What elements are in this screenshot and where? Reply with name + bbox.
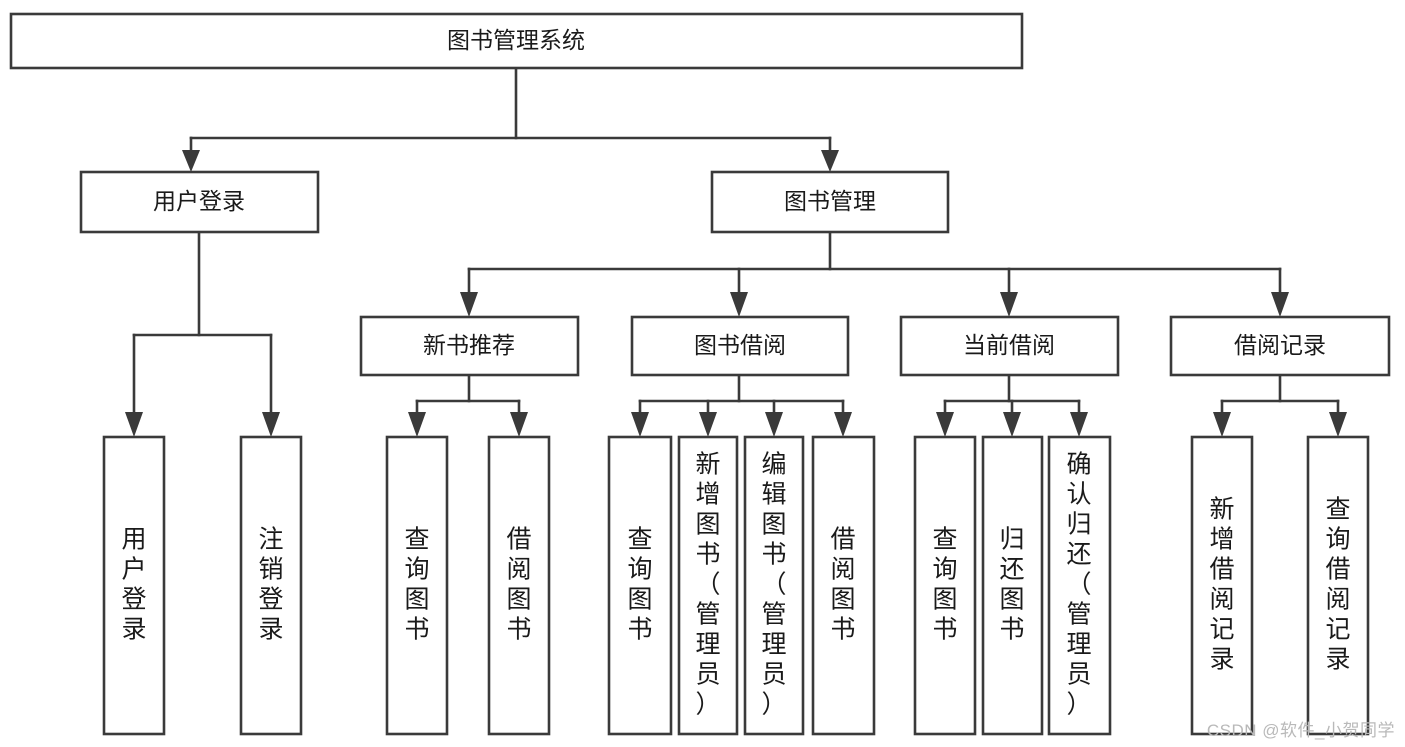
node-current-borrow-box[interactable] <box>899 315 1120 377</box>
node-user-login-box[interactable] <box>79 170 320 234</box>
leaf-label: 借阅图书 <box>830 525 855 643</box>
leaf-box[interactable] <box>487 435 551 736</box>
leaf-box[interactable] <box>239 435 303 736</box>
node-borrow-record-label: 借阅记录 <box>1234 332 1326 358</box>
arrow-icon <box>182 150 200 172</box>
node-current-borrow[interactable]: 当前借阅 <box>899 315 1120 377</box>
leaf-label: 查询图书 <box>932 525 957 643</box>
node-book-management-label: 图书管理 <box>784 188 876 214</box>
leaf-box[interactable] <box>1306 435 1370 736</box>
node-root-box[interactable] <box>9 12 1024 70</box>
arrow-icon <box>699 412 717 437</box>
leaf-book-borrow-0[interactable]: 查询图书 <box>607 435 673 736</box>
node-book-management-box[interactable] <box>710 170 950 234</box>
node-book-borrow-box[interactable] <box>630 315 850 377</box>
arrow-icon <box>1329 412 1347 437</box>
leaf-label: 编辑图书（管理员） <box>761 450 786 718</box>
arrow-icon <box>408 412 426 437</box>
leaf-label: 用户登录 <box>121 525 146 643</box>
leaf-new-book-1[interactable]: 借阅图书 <box>487 435 551 736</box>
arrow-icon <box>631 412 649 437</box>
arrow-icon <box>936 412 954 437</box>
leaf-box[interactable] <box>385 435 449 736</box>
node-borrow-record[interactable]: 借阅记录 <box>1169 315 1391 377</box>
node-new-book-recommend-box[interactable] <box>359 315 580 377</box>
leaf-borrow-record-0[interactable]: 新增借阅记录 <box>1190 435 1254 736</box>
leaf-box[interactable] <box>1190 435 1254 736</box>
node-book-management[interactable]: 图书管理 <box>710 170 950 234</box>
leaf-label: 查询图书 <box>404 525 429 643</box>
leaf-box[interactable] <box>811 435 876 736</box>
leaf-box[interactable] <box>607 435 673 736</box>
leaf-label: 查询借阅记录 <box>1325 495 1350 673</box>
node-book-borrow-label: 图书借阅 <box>694 332 786 358</box>
arrow-icon <box>510 412 528 437</box>
arrow-icon <box>125 412 143 437</box>
leaf-box[interactable] <box>1047 435 1112 736</box>
leaf-user-login-1[interactable]: 注销登录 <box>239 435 303 736</box>
arrow-icon <box>262 412 280 437</box>
leaf-label: 注销登录 <box>258 525 283 643</box>
leaf-book-borrow-1[interactable]: 新增图书（管理员） <box>677 435 739 736</box>
node-root-label: 图书管理系统 <box>447 27 585 53</box>
arrow-icon <box>834 412 852 437</box>
arrow-icon <box>1000 292 1018 317</box>
node-root[interactable]: 图书管理系统 <box>9 12 1024 70</box>
leaf-label: 查询图书 <box>627 525 652 643</box>
leaf-user-login-0[interactable]: 用户登录 <box>102 435 166 736</box>
leaf-box[interactable] <box>743 435 805 736</box>
arrow-icon <box>460 292 478 317</box>
leaf-box[interactable] <box>913 435 977 736</box>
arrow-icon <box>1271 292 1289 317</box>
arrow-icon <box>1070 412 1088 437</box>
leaf-box[interactable] <box>102 435 166 736</box>
node-new-book-recommend-label: 新书推荐 <box>423 332 515 358</box>
leaf-current-borrow-2[interactable]: 确认归还（管理员） <box>1047 435 1112 736</box>
leaf-label: 新增借阅记录 <box>1209 495 1234 673</box>
node-user-login[interactable]: 用户登录 <box>79 170 320 234</box>
arrow-icon <box>730 292 748 317</box>
leaf-label: 归还图书 <box>999 525 1024 643</box>
arrow-icon <box>821 150 839 172</box>
leaf-book-borrow-2[interactable]: 编辑图书（管理员） <box>743 435 805 736</box>
leaf-box[interactable] <box>981 435 1044 736</box>
arrow-icon <box>765 412 783 437</box>
node-current-borrow-label: 当前借阅 <box>963 332 1055 358</box>
leaf-borrow-record-1[interactable]: 查询借阅记录 <box>1306 435 1370 736</box>
leaf-book-borrow-3[interactable]: 借阅图书 <box>811 435 876 736</box>
node-book-borrow[interactable]: 图书借阅 <box>630 315 850 377</box>
node-new-book-recommend[interactable]: 新书推荐 <box>359 315 580 377</box>
leaf-label: 新增图书（管理员） <box>695 450 720 718</box>
node-user-login-label: 用户登录 <box>153 188 245 214</box>
leaf-label: 确认归还（管理员） <box>1066 450 1091 718</box>
connector-group <box>125 66 1347 437</box>
leaf-current-borrow-1[interactable]: 归还图书 <box>981 435 1044 736</box>
leaf-box[interactable] <box>677 435 739 736</box>
arrow-icon <box>1213 412 1231 437</box>
leaf-current-borrow-0[interactable]: 查询图书 <box>913 435 977 736</box>
arrow-icon <box>1003 412 1021 437</box>
node-borrow-record-box[interactable] <box>1169 315 1391 377</box>
leaf-new-book-0[interactable]: 查询图书 <box>385 435 449 736</box>
leaf-label: 借阅图书 <box>506 525 531 643</box>
